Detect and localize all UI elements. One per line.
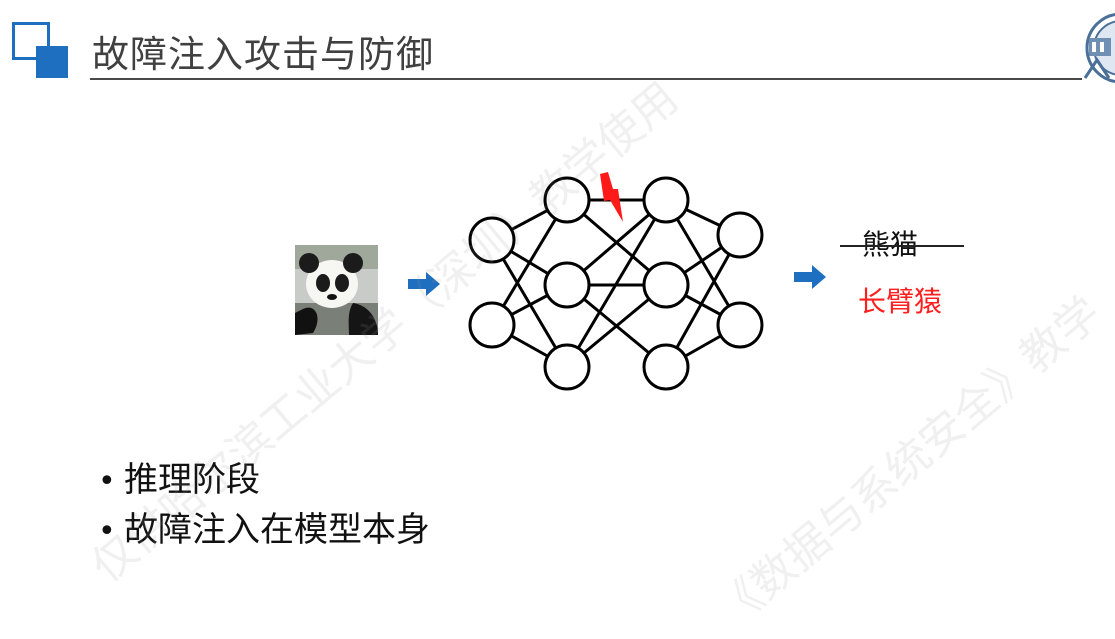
bullet-dot-icon: • bbox=[98, 514, 116, 549]
title-accent-icon bbox=[12, 22, 68, 78]
slide-title: 故障注入攻击与防御 bbox=[92, 33, 434, 76]
right-arrow-icon bbox=[794, 265, 826, 289]
right-arrow-icon bbox=[408, 272, 440, 296]
university-logo bbox=[1083, 13, 1115, 83]
strikethrough-line bbox=[840, 245, 964, 247]
title-divider bbox=[90, 78, 1082, 80]
lightning-bolt-icon bbox=[600, 172, 623, 222]
bullet-item: •故障注入在模型本身 bbox=[98, 505, 430, 555]
neural-network-diagram bbox=[468, 172, 764, 391]
faulty-prediction-label: 长臂猿 bbox=[858, 285, 943, 318]
original-label: 熊猫 bbox=[862, 228, 919, 261]
bullet-dot-icon: • bbox=[98, 464, 116, 499]
original-prediction: 熊猫 bbox=[840, 223, 966, 263]
bullet-item: •推理阶段 bbox=[98, 455, 430, 505]
bullet-list: •推理阶段 •故障注入在模型本身 bbox=[98, 455, 430, 555]
panda-image bbox=[295, 245, 378, 335]
